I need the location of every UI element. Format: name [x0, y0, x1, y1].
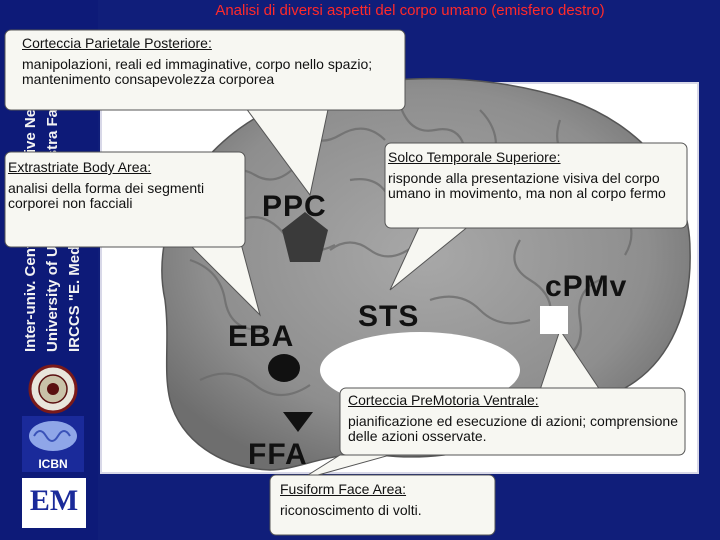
sts-callout: Solco Temporale Superiore: risponde alla…: [388, 150, 684, 201]
slide-title: Analisi di diversi aspetti del corpo uma…: [100, 2, 720, 19]
cpmv-callout: Corteccia PreMotoria Ventrale: pianifica…: [348, 393, 683, 444]
ffa-callout-heading: Fusiform Face Area:: [280, 482, 492, 497]
region-label-sts: STS: [358, 300, 419, 334]
ppc-callout-heading: Corteccia Parietale Posteriore:: [22, 36, 402, 51]
eba-marker-circle: [268, 354, 300, 382]
eba-callout-body: analisi della forma dei segmenti corpore…: [8, 180, 204, 211]
ppc-callout-body: manipolazioni, reali ed immaginative, co…: [22, 56, 372, 87]
ffa-callout: Fusiform Face Area: riconoscimento di vo…: [280, 482, 492, 518]
region-label-ppc: PPC: [262, 190, 327, 224]
region-label-cpmv: cPMv: [545, 270, 627, 304]
eba-callout: Extrastriate Body Area: analisi della fo…: [8, 160, 240, 211]
cpmv-callout-heading: Corteccia PreMotoria Ventrale:: [348, 393, 683, 408]
cpmv-callout-body: pianificazione ed esecuzione di azioni; …: [348, 413, 678, 444]
region-label-ffa: FFA: [248, 438, 308, 472]
region-label-eba: EBA: [228, 320, 294, 354]
sts-callout-body: risponde alla presentazione visiva del c…: [388, 170, 666, 201]
ffa-callout-body: riconoscimento di volti.: [280, 502, 422, 518]
sts-callout-heading: Solco Temporale Superiore:: [388, 150, 684, 165]
cpmv-marker-square: [540, 306, 568, 334]
ppc-callout: Corteccia Parietale Posteriore: manipola…: [22, 36, 402, 87]
eba-callout-heading: Extrastriate Body Area:: [8, 160, 240, 175]
